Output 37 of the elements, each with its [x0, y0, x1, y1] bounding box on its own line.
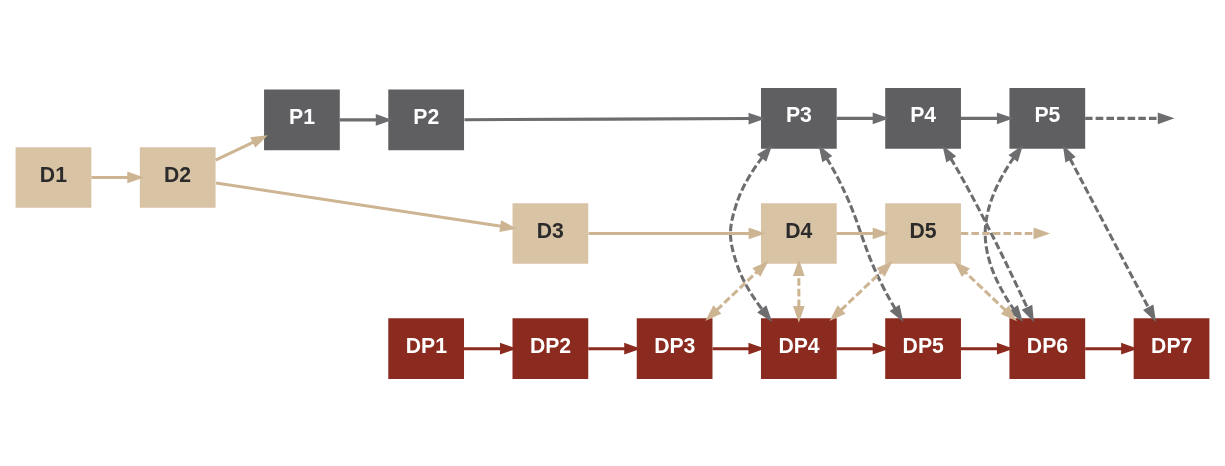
node-box: P5: [1009, 87, 1086, 149]
arrow: [1085, 112, 1175, 124]
node-box: DP6: [1009, 317, 1086, 379]
arrow: [793, 258, 805, 323]
arrow: [818, 144, 904, 322]
arrow: [91, 171, 144, 183]
arrow: [836, 227, 890, 239]
node-box: DP7: [1133, 317, 1210, 379]
arrow: [836, 112, 890, 124]
arrow: [215, 181, 517, 232]
arrow: [953, 260, 1017, 321]
arrow: [1062, 144, 1156, 322]
arrow: [705, 260, 769, 321]
arrow: [214, 134, 268, 162]
node-box: DP1: [388, 317, 465, 379]
node-box: D1: [15, 146, 92, 208]
node-box: P3: [760, 87, 837, 149]
arrow: [983, 144, 1023, 322]
node-box: P4: [885, 87, 961, 149]
node-box: P1: [264, 89, 340, 150]
node-box: DP4: [760, 317, 837, 379]
arrow: [588, 227, 766, 239]
arrow: [729, 144, 773, 322]
arrow: [829, 260, 893, 321]
arrow: [339, 113, 393, 126]
node-box: D3: [512, 202, 589, 264]
node-box: DP5: [885, 317, 961, 379]
arrow: [942, 144, 1034, 322]
arrow: [960, 227, 1051, 239]
node-box: D4: [760, 202, 837, 264]
node-box: DP3: [636, 317, 713, 379]
node-box: DP2: [512, 317, 589, 379]
node-box: P2: [388, 89, 465, 150]
arrow: [464, 112, 766, 124]
node-box: D2: [139, 146, 216, 208]
node-box: D5: [885, 202, 961, 264]
arrow: [960, 112, 1014, 124]
